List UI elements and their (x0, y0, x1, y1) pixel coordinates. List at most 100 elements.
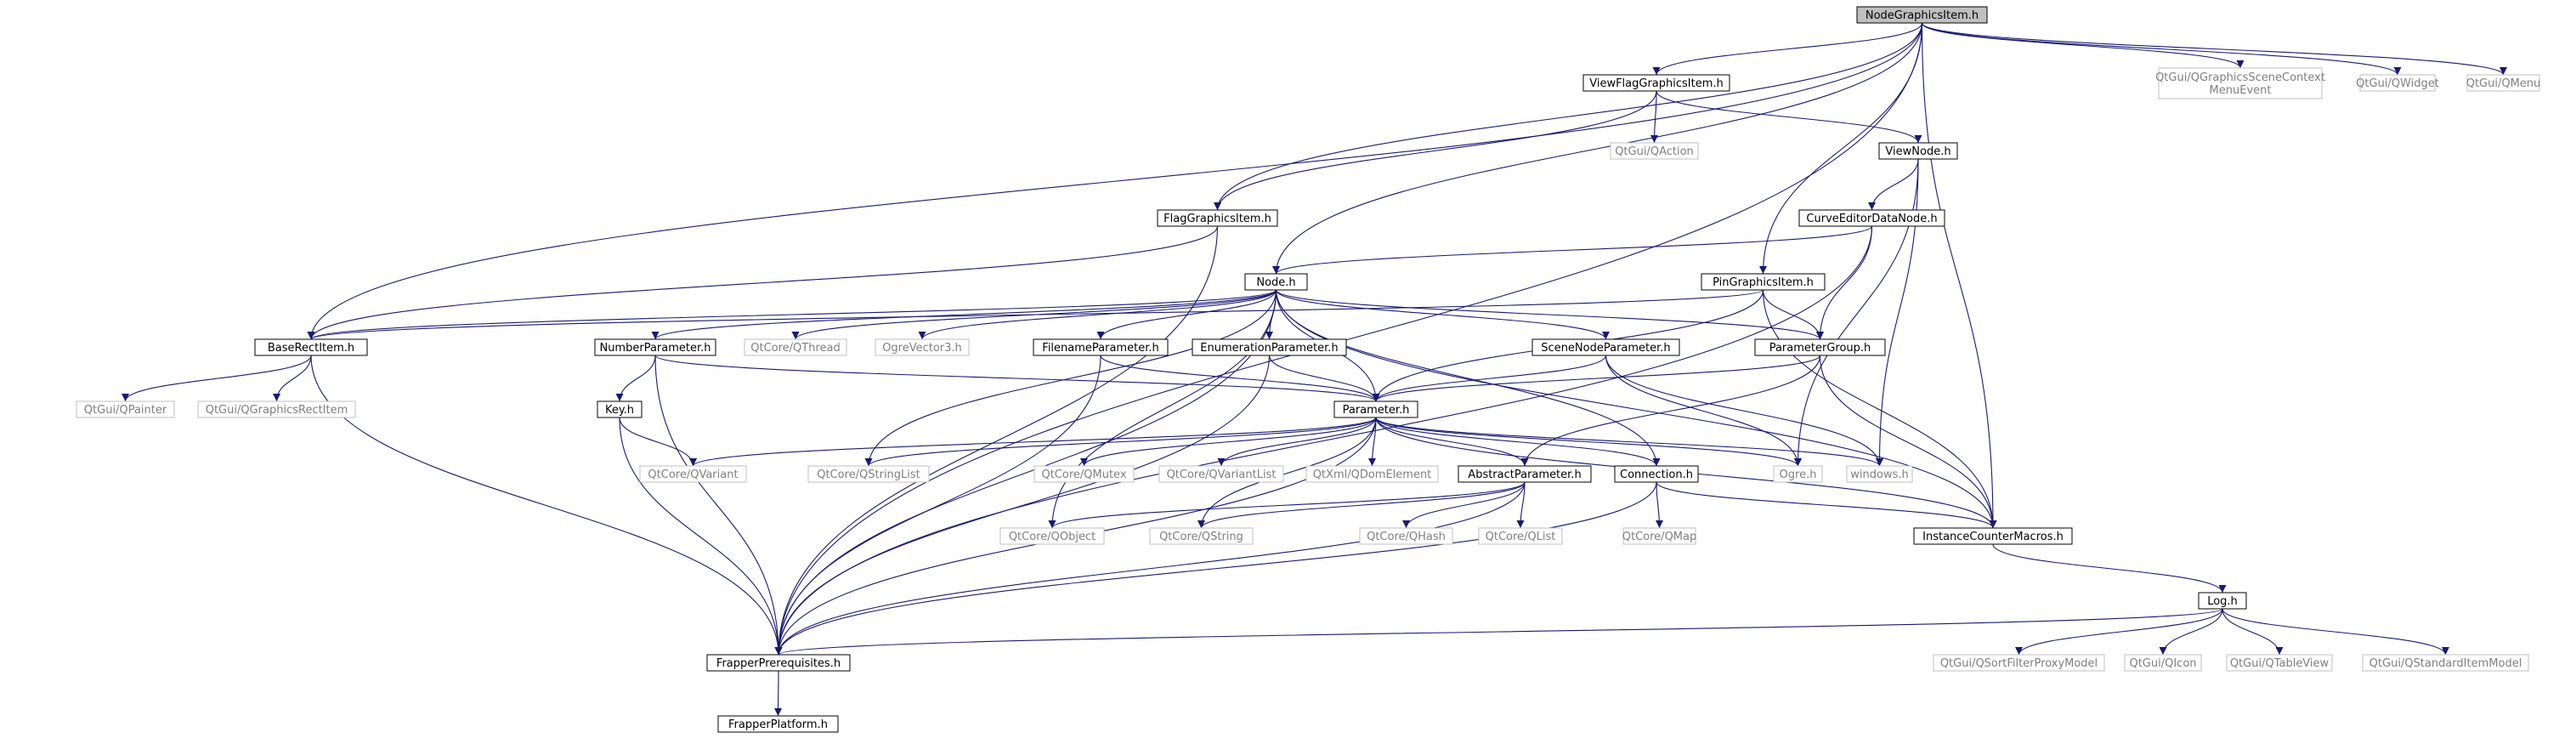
node-box (594, 338, 716, 356)
edge-bri-to-fprereq (310, 355, 783, 656)
node-label: QtCore/QMap (1622, 531, 1696, 543)
edge-pgroup-to-absp (1520, 355, 1821, 467)
node-ogre-h[interactable]: Ogre.h (1773, 465, 1823, 483)
node-key-h[interactable]: Key.h (597, 400, 643, 418)
edge-bri-to-qgri (273, 355, 312, 402)
node-flaggraphicsitem-h[interactable]: FlagGraphicsItem.h (1157, 209, 1278, 227)
node-viewflaggraphicsitem-h[interactable]: ViewFlagGraphicsItem.h (1582, 74, 1730, 92)
edge-vfgi-to-fgi (1214, 90, 1657, 211)
node-box (2158, 67, 2323, 99)
node-scenenodeparameter-h[interactable]: SceneNodeParameter.h (1531, 338, 1680, 356)
edge-absp-to-qstring (1197, 481, 1526, 529)
edge-root-to-node (1272, 22, 1923, 275)
edge-key-to-fprereq (619, 417, 783, 656)
node-curveeditordatanode-h[interactable]: CurveEditorDataNode.h (1798, 209, 1945, 227)
edge-icm-to-log (1992, 543, 2227, 593)
node-box (1158, 465, 1284, 483)
node-log-h[interactable]: Log.h (2198, 592, 2247, 610)
node-label: QtCore/QStringList (817, 469, 920, 481)
node-numberparameter-h[interactable]: NumberParameter.h (594, 338, 716, 356)
node-qtgui-qgraphicsrectitem[interactable]: QtGui/QGraphicsRectItem (197, 400, 356, 418)
node-pingraphicsitem-h[interactable]: PinGraphicsItem.h (1701, 273, 1826, 291)
node-box (197, 400, 356, 418)
node-qtcore-qlist[interactable]: QtCore/QList (1478, 527, 1563, 545)
node-qtcore-qstringlist[interactable]: QtCore/QStringList (807, 465, 930, 483)
node-qtcore-qthread[interactable]: QtCore/QThread (744, 338, 847, 356)
node-qtgui-qaction[interactable]: QtGui/QAction (1610, 142, 1699, 160)
node-box (2362, 654, 2529, 672)
node-qtxml-qdomelement[interactable]: QtXml/QDomElement (1305, 465, 1439, 483)
node-box (706, 654, 851, 672)
edge-viewnode-to-ogre (1794, 158, 1919, 467)
node-qtgui-qpainter[interactable]: QtGui/QPainter (76, 400, 175, 418)
node-box (1614, 465, 1699, 483)
node-ogrevector3-h[interactable]: OgreVector3.h (875, 338, 970, 356)
node-viewnode-h[interactable]: ViewNode.h (1878, 142, 1958, 160)
node-label: FrapperPlatform.h (728, 718, 828, 731)
edge-node-to-qobject (1048, 289, 1277, 529)
node-label: QtCore/QThread (750, 342, 841, 355)
node-qtcore-qvariantlist[interactable]: QtCore/QVariantList (1158, 465, 1284, 483)
node-nodegraphicsitem-h[interactable]: NodeGraphicsItem.h (1856, 6, 1988, 24)
node-node-h[interactable]: Node.h (1244, 273, 1308, 291)
node-box (1913, 527, 2073, 545)
edge-viewnode-to-cedn (1868, 158, 1919, 211)
node-windows-h[interactable]: windows.h (1846, 465, 1913, 483)
node-qtcore-qmap[interactable]: QtCore/QMap (1622, 527, 1696, 545)
node-box (1157, 209, 1278, 227)
node-label: Key.h (605, 404, 634, 417)
node-box (1582, 74, 1730, 92)
node-baserectitem-h[interactable]: BaseRectItem.h (254, 338, 368, 356)
node-label: Connection.h (1620, 469, 1693, 481)
edge-fgi-to-bri (307, 225, 1219, 340)
node-qtgui-qmenu[interactable]: QtGui/QMenu (2466, 74, 2541, 92)
edge-snp-to-ogre (1605, 355, 1802, 467)
edge-param-to-qvariant (689, 417, 1377, 467)
edge-cedn-to-node (1272, 225, 1873, 275)
edge-filep-to-param (1100, 355, 1380, 402)
node-box (1933, 654, 2105, 672)
node-parametergroup-h[interactable]: ParameterGroup.h (1754, 338, 1886, 356)
node-label: ViewFlagGraphicsItem.h (1589, 77, 1724, 90)
node-label: BaseRectItem.h (268, 342, 354, 355)
node-label: PinGraphicsItem.h (1713, 276, 1814, 289)
edge-root-to-qmenu (1921, 22, 2507, 76)
edge-node-to-bri (307, 289, 1277, 340)
node-box (1033, 465, 1135, 483)
edge-absp-to-qhash (1402, 481, 1526, 529)
edge-param-to-conn (1375, 417, 1661, 467)
node-instancecountermacros-h[interactable]: InstanceCounterMacros.h (1913, 527, 2073, 545)
node-qtcore-qhash[interactable]: QtCore/QHash (1359, 527, 1453, 545)
node-abstractparameter-h[interactable]: AbstractParameter.h (1458, 465, 1592, 483)
node-enumerationparameter-h[interactable]: EnumerationParameter.h (1192, 338, 1347, 356)
node-qtcore-qvariant[interactable]: QtCore/QVariant (639, 465, 747, 483)
node-qtgui-qwidget[interactable]: QtGui/QWidget (2356, 74, 2439, 92)
node-connection-h[interactable]: Connection.h (1614, 465, 1699, 483)
node-box (1846, 465, 1913, 483)
node-frapperprerequisites-h[interactable]: FrapperPrerequisites.h (706, 654, 851, 672)
node-label: QtGui/QWidget (2356, 77, 2439, 90)
edge-node-to-pgroup (1275, 289, 1824, 340)
edges-layer (122, 22, 2507, 717)
node-label: InstanceCounterMacros.h (1922, 531, 2064, 543)
node-filenameparameter-h[interactable]: FilenameParameter.h (1033, 338, 1169, 356)
node-box (1754, 338, 1886, 356)
node-qtcore-qmutex[interactable]: QtCore/QMutex (1033, 465, 1135, 483)
node-label: Parameter.h (1343, 404, 1410, 417)
node-qtgui-qicon[interactable]: QtGui/QIcon (2124, 654, 2202, 672)
node-label: FrapperPrerequisites.h (716, 657, 841, 670)
node-label: QtGui/QGraphicsRectItem (206, 404, 348, 417)
node-box (254, 338, 368, 356)
node-qtcore-qstring[interactable]: QtCore/QString (1149, 527, 1254, 545)
edge-param-to-qmutex (1080, 417, 1377, 467)
node-qtgui-qsortfilterproxymodel[interactable]: QtGui/QSortFilterProxyModel (1933, 654, 2105, 672)
edge-log-to-qsfpm (2015, 608, 2223, 656)
node-frapperplatform-h[interactable]: FrapperPlatform.h (717, 715, 839, 733)
edge-node-to-qthread (791, 289, 1277, 340)
node-qtcore-qobject[interactable]: QtCore/QObject (999, 527, 1105, 545)
node-qtgui-qstandarditemmodel[interactable]: QtGui/QStandardItemModel (2362, 654, 2529, 672)
node-parameter-h[interactable]: Parameter.h (1333, 400, 1418, 418)
edge-log-to-fprereq (775, 608, 2223, 656)
node-qtgui-qtableview[interactable]: QtGui/QTableView (2226, 654, 2333, 672)
